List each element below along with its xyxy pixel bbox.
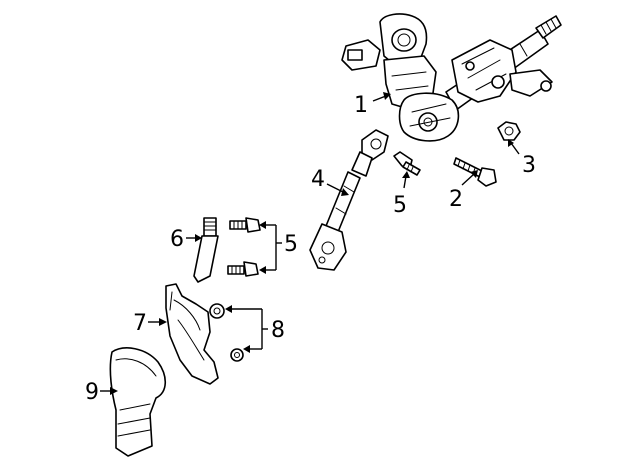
boot-cover-7 (165, 283, 219, 385)
callout-8: 8 (271, 318, 285, 343)
callout-7: 7 (133, 311, 147, 336)
bolt-5-upper (393, 151, 421, 176)
nut-3 (497, 121, 521, 141)
shaft-6 (193, 217, 219, 283)
bolts-5-lower (227, 217, 261, 277)
leader-lines (100, 92, 520, 395)
callout-2: 2 (449, 187, 463, 212)
intermediate-shaft-4 (309, 129, 389, 271)
callout-3: 3 (522, 153, 536, 178)
callout-1: 1 (354, 93, 368, 118)
steering-column-assembly (341, 13, 562, 142)
callout-4: 4 (311, 167, 325, 192)
callout-5-lower: 5 (284, 232, 298, 257)
callout-5-upper: 5 (393, 193, 407, 218)
clips-8 (209, 303, 244, 362)
lower-cover-9 (109, 347, 167, 457)
callout-9: 9 (85, 380, 99, 405)
mounting-bolt-2 (453, 157, 497, 187)
callout-6: 6 (170, 227, 184, 252)
